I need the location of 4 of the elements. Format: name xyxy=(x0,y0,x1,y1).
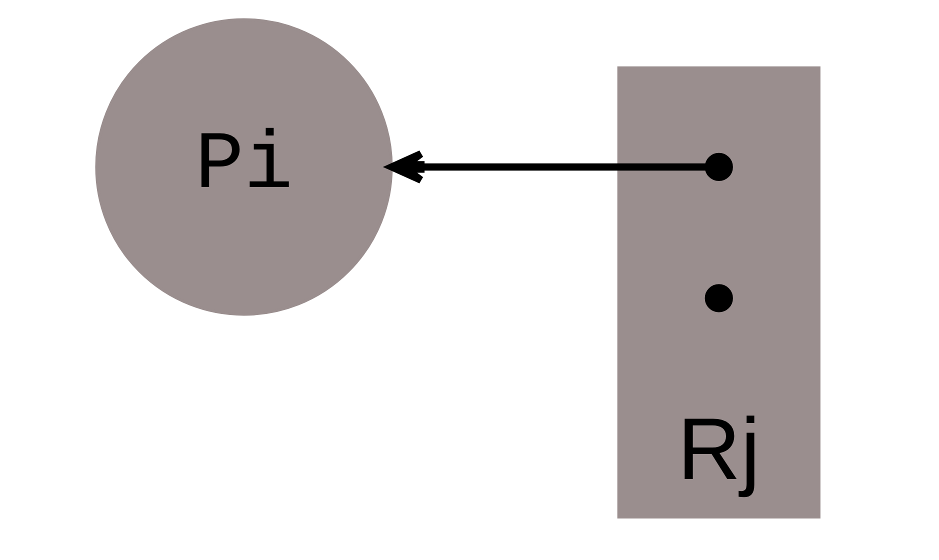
node-circle xyxy=(704,284,733,312)
node-circle: Pi xyxy=(95,18,393,316)
cluster: Rj xyxy=(617,66,820,518)
node-circle xyxy=(704,152,733,182)
